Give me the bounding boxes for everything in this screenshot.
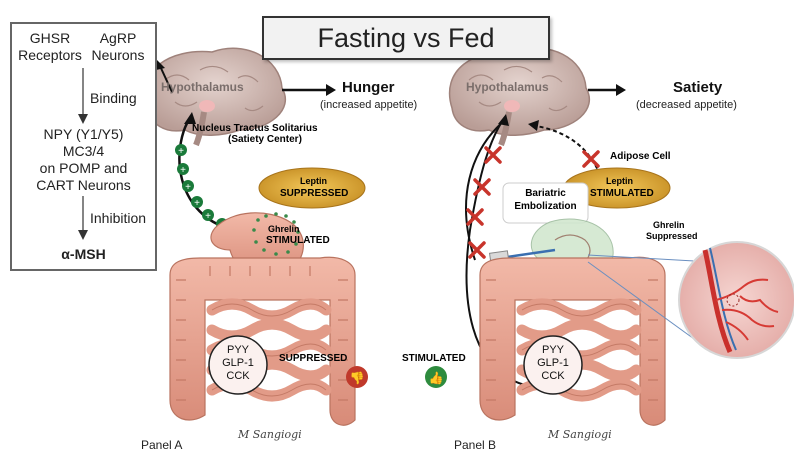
- panel-a-label: Panel A: [141, 438, 182, 452]
- mc34: MC3/4: [12, 143, 155, 160]
- leptin-pathway-b: [536, 126, 600, 175]
- mechanism-box: GHSR Receptors AgRP Neurons Binding NPY …: [10, 22, 157, 271]
- adipose-label: Adipose Cell: [610, 151, 671, 162]
- neurons: Neurons: [86, 47, 150, 64]
- nts-label: Nucleus Tractus Solitarius: [192, 123, 318, 134]
- hormone-state-b: STIMULATED: [402, 353, 466, 364]
- title: Fasting vs Fed: [262, 16, 550, 60]
- glp1-b: GLP-1: [524, 357, 582, 370]
- leptin-state-b: STIMULATED: [590, 188, 654, 199]
- hormone-state-a: SUPPRESSED: [279, 353, 347, 364]
- hypothalamus-b: Hypothalamus: [466, 80, 549, 94]
- cck-b: CCK: [524, 370, 582, 383]
- ghrelin-state-b: Suppressed: [646, 231, 698, 241]
- hypothalamus-a: Hypothalamus: [161, 80, 244, 94]
- pyy-a: PYY: [209, 344, 267, 357]
- hunger-sub: (increased appetite): [320, 99, 417, 111]
- inhibition-label: Inhibition: [90, 210, 146, 227]
- satiety-label: Satiety: [673, 79, 722, 96]
- plus-badges: + + + + + +: [175, 144, 228, 231]
- ghrelin-state-a: STIMULATED: [266, 235, 330, 246]
- svg-text:+: +: [180, 165, 186, 176]
- cart-neurons: CART Neurons: [12, 177, 155, 194]
- hunger-label: Hunger: [342, 79, 395, 96]
- inhibition-arrow: [76, 196, 90, 242]
- hormones-a: PYY GLP-1 CCK: [209, 344, 267, 383]
- npy-block: NPY (Y1/Y5) MC3/4 on POMP and CART Neuro…: [12, 126, 155, 194]
- cck-a: CCK: [209, 370, 267, 383]
- leptin-a: Leptin: [300, 176, 327, 186]
- digestive-tract-b: [480, 257, 665, 425]
- svg-text:+: +: [178, 146, 184, 157]
- receptors: Receptors: [18, 47, 82, 64]
- svg-text:+: +: [185, 182, 191, 193]
- msh-label: α-MSH: [12, 246, 155, 263]
- svg-text:+: +: [194, 198, 200, 209]
- leptin-b: Leptin: [606, 176, 633, 186]
- npy: NPY (Y1/Y5): [12, 126, 155, 143]
- bariatric-label: Bariatric: [503, 188, 588, 199]
- binding-label: Binding: [90, 90, 137, 107]
- binding-arrow: [76, 68, 90, 126]
- agrp-label: AgRP Neurons: [86, 30, 150, 64]
- ghrelin-b: Ghrelin: [653, 220, 685, 230]
- svg-text:👍: 👍: [429, 371, 444, 385]
- svg-text:+: +: [205, 211, 211, 222]
- leptin-state-a: SUPPRESSED: [280, 188, 348, 199]
- ghrelin-a: Ghrelin: [268, 224, 300, 234]
- ghsr-label: GHSR Receptors: [18, 30, 82, 64]
- ghsr: GHSR: [18, 30, 82, 47]
- brain-b: [450, 48, 590, 145]
- glp1-a: GLP-1: [209, 357, 267, 370]
- on-pomp: on POMP and: [12, 160, 155, 177]
- zoom-vessel-detail: [679, 242, 794, 358]
- nts-sub: (Satiety Center): [228, 134, 302, 145]
- satiety-sub: (decreased appetite): [636, 99, 737, 111]
- svg-text:👎: 👎: [350, 371, 365, 385]
- pyy-b: PYY: [524, 344, 582, 357]
- embolization-label: Embolization: [503, 201, 588, 212]
- signature-b: M Sangiogi: [548, 428, 612, 441]
- agrp: AgRP: [86, 30, 150, 47]
- panel-b-label: Panel B: [454, 438, 496, 452]
- signature-a: M Sangiogi: [238, 428, 302, 441]
- hormones-b: PYY GLP-1 CCK: [524, 344, 582, 383]
